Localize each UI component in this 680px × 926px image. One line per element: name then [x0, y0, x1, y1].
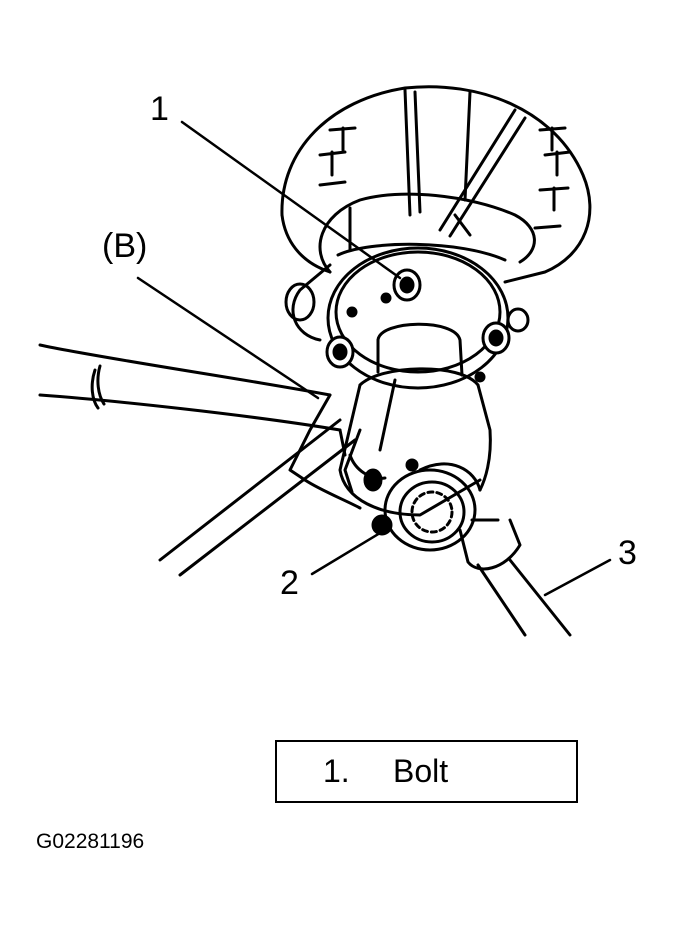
leader-1: [180, 120, 402, 280]
torque-wrench: [458, 518, 572, 637]
bolt-top: [392, 268, 422, 302]
bolt-left: [325, 335, 355, 369]
axle-flange: [284, 242, 510, 390]
leader-3: [543, 558, 612, 597]
axle-shaft: [338, 322, 492, 517]
callout-3: 3: [618, 534, 637, 572]
bolt-right: [481, 307, 530, 355]
holder-tool-b: [38, 343, 419, 577]
leader-b: [136, 276, 320, 400]
hub-bolts: [325, 268, 530, 383]
legend-text: Bolt: [393, 753, 449, 789]
leader-lines: [136, 120, 612, 597]
callout-2: 2: [280, 564, 299, 602]
brake-backing-plate: [280, 85, 592, 284]
callout-b: (B): [102, 227, 148, 265]
figure-code: G02281196: [36, 830, 145, 853]
leader-2: [310, 528, 387, 576]
legend-box: 1. Bolt: [275, 740, 578, 803]
legend-number: 1.: [323, 753, 350, 789]
callout-1: 1: [150, 90, 169, 128]
socket: [383, 462, 482, 552]
